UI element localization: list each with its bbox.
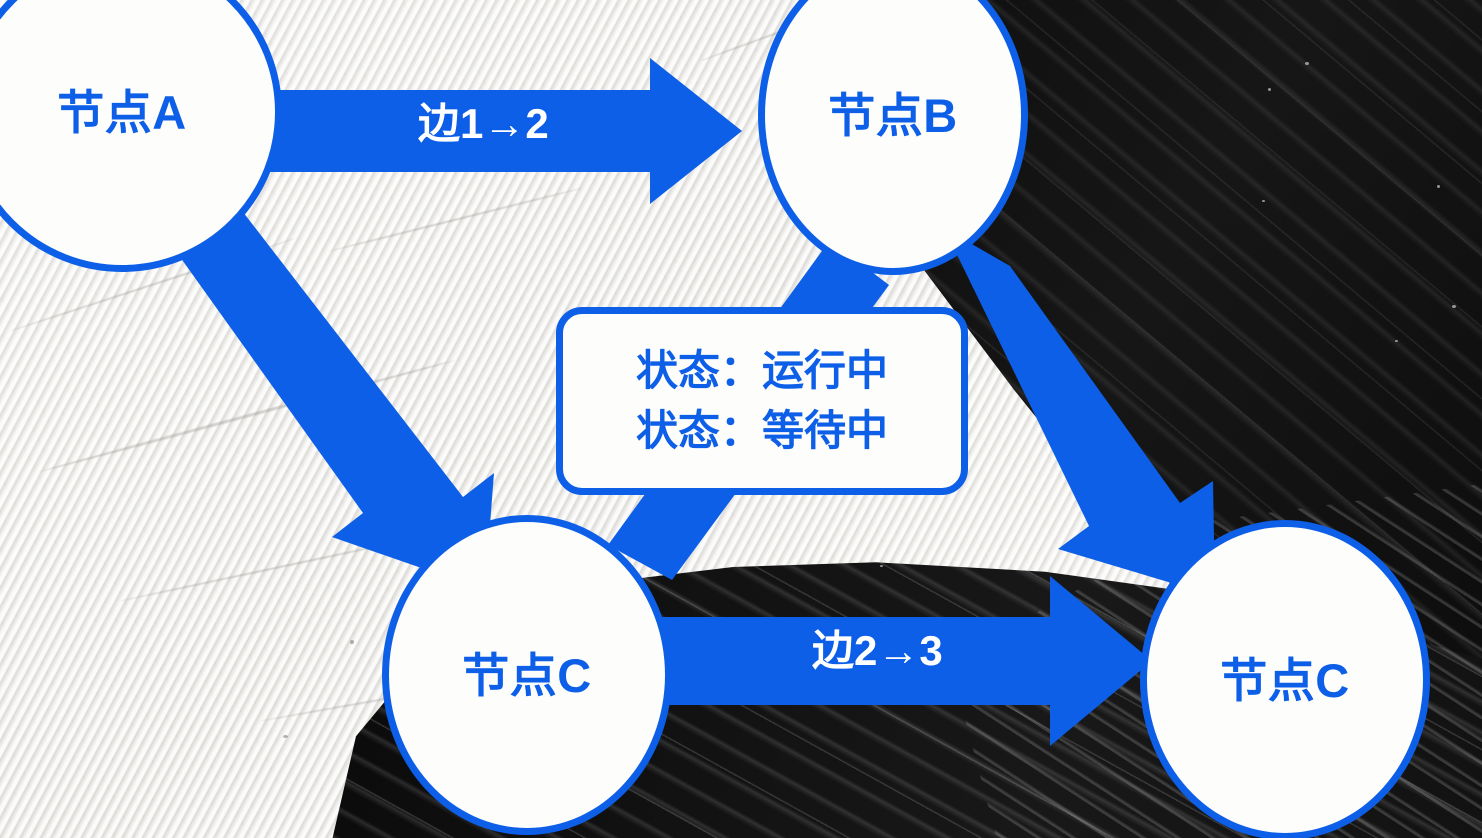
- node-c1[interactable]: 节点C: [382, 515, 672, 835]
- node-c2[interactable]: 节点C: [1140, 520, 1430, 838]
- status-line-running: 状态：运行中: [635, 347, 888, 395]
- edge-label-c1-to-c2: 边2→3: [812, 627, 943, 674]
- paper-fleck: [283, 735, 288, 738]
- edge-label-a-to-b: 边1→2: [418, 100, 549, 147]
- node-c1-label: 节点C: [462, 648, 592, 702]
- edge-a-to-c1[interactable]: [165, 190, 494, 590]
- status-card[interactable]: 状态：运行中 状态：等待中: [556, 307, 968, 495]
- status-line-waiting: 状态：等待中: [635, 407, 888, 454]
- edge-a-to-b[interactable]: [252, 58, 742, 204]
- edge-c1-to-c2[interactable]: [645, 576, 1152, 746]
- node-c2-label: 节点C: [1220, 653, 1350, 707]
- ink-fleck: [1262, 200, 1265, 202]
- ink-fleck: [1268, 88, 1271, 91]
- ink-fleck: [1395, 340, 1398, 342]
- ink-fleck: [1305, 62, 1309, 65]
- node-b[interactable]: 节点B: [758, 0, 1028, 275]
- ink-fleck: [1452, 305, 1456, 308]
- node-b-label: 节点B: [828, 88, 958, 142]
- paper-fleck: [350, 640, 354, 644]
- edge-b-to-c2[interactable]: [944, 228, 1215, 596]
- ink-fleck: [1437, 185, 1440, 188]
- node-a-label: 节点A: [57, 85, 187, 139]
- ink-fleck: [880, 565, 883, 567]
